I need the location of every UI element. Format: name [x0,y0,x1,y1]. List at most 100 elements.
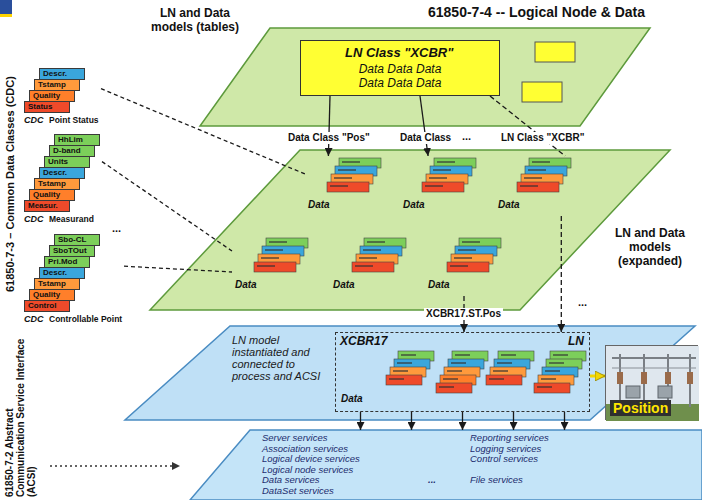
service-name: Server services [262,433,327,444]
card-mark [437,161,455,162]
card-mark [541,378,556,379]
cdc-card: Measurand [49,214,94,225]
insulator [687,372,693,384]
card-mark [257,265,275,266]
data-card [534,383,570,393]
cdc-card: Controllable Point [49,314,122,325]
plane-shape [150,150,670,310]
service-name: Data services [262,475,320,486]
data-card [327,182,369,192]
card-mark [545,370,560,371]
card-mark [338,169,356,170]
ellipsis: ... [462,130,471,143]
card-mark [397,362,412,363]
connector-label: Data Class "Pos" [286,132,372,144]
data-group: Data [305,156,383,216]
model-plane: LN and Data models (tables)LN Class "XCB… [200,28,650,126]
steel-beam [612,357,696,359]
data-label: Data [403,199,425,211]
connector [102,162,232,251]
card-mark [265,249,283,250]
card-mark [501,354,516,355]
card-mark [330,185,348,186]
connector-label: LN Class "XCBR" [499,132,586,144]
data-group: Data [232,236,310,296]
card-mark [342,161,360,162]
cdc-card: Status [24,101,70,113]
insulator [617,372,623,384]
card-mark [489,378,504,379]
card-mark [389,378,404,379]
card-mark [532,161,550,162]
card-mark [493,370,508,371]
data-label: Data [235,279,257,291]
card-mark [269,241,287,242]
card-mark [451,362,466,363]
data-card [436,383,472,393]
data-card [422,182,464,192]
card-mark [447,370,462,371]
data-label: Data [498,199,520,211]
connector-label: XCBR17.ST.Pos [424,308,503,320]
card-mark [433,169,451,170]
card-mark [549,362,564,363]
card-mark [439,386,454,387]
card-mark [393,370,408,371]
ln-instance-label: Data [341,393,363,405]
connector [564,412,565,430]
connector [411,412,412,430]
card-mark [401,354,416,355]
card-mark [367,241,385,242]
card-mark [261,257,279,258]
card-mark [537,386,552,387]
card-mark [429,177,447,178]
card-mark [497,362,512,363]
data-card [352,262,394,272]
ln-instance-label: XCBR17 [340,334,387,348]
card-mark [524,177,542,178]
part-title: 61850-7-2 Abstract Communication Service… [4,337,37,497]
card-mark [450,265,468,266]
service-name: Reporting services [470,433,549,444]
data-group: Data [400,156,478,216]
acsi-plane: Server servicesAssociation servicesLogic… [190,430,702,500]
cdc-card: CDC [24,214,44,225]
cdc-card: Measur. [24,200,70,212]
plane-heading: LN and Data models (tables) [150,6,240,34]
wire [612,367,696,368]
ln-instance-box: XCBR17LNData [335,332,590,412]
data-group: Data [330,236,408,296]
card-mark [553,354,568,355]
card-mark [363,249,381,250]
photo-caption: Position [610,400,671,416]
connector-label: Data Class [398,132,453,144]
card-mark [334,177,352,178]
connector [561,216,562,332]
cdc-stack: Descr.TstampQualityStatusCDCPoint Status [24,68,101,127]
cdc-card: Point Status [49,115,99,126]
cdc-stack: HhLimD-bandUnitsDescr.TstampQualityMeasu… [24,134,102,226]
card-mark [520,185,538,186]
ln-class-text: Data Data Data Data Data Data [350,62,450,90]
connector [513,412,514,430]
service-name: File services [470,475,523,486]
sky [606,346,699,421]
insulator [665,372,671,384]
card-mark [528,169,546,170]
plane-outline [200,28,650,126]
data-card [254,262,296,272]
service-name: Control services [470,454,538,465]
data-card [486,375,522,385]
service-name: Logical node services [262,465,353,476]
service-name: Logical device services [262,454,360,465]
switchyard-photo: Position [605,345,698,420]
connector [462,412,463,430]
service-name: Association services [262,444,348,455]
cdc-card: CDC [24,314,44,325]
card-mark [355,265,373,266]
plane-outline [190,430,702,500]
pointer-arrow [50,465,180,467]
